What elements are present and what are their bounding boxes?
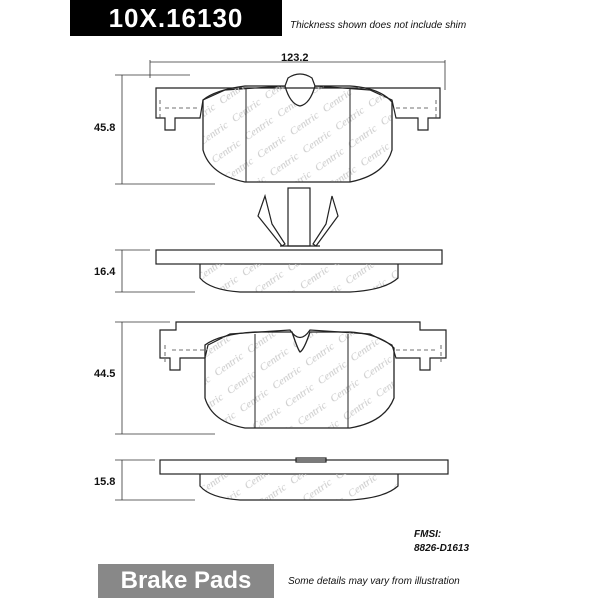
bottom-pad-side-view — [159, 457, 449, 501]
fmsi-code: 8826-D1613 — [414, 543, 470, 554]
bottom-pad-backing-plate — [159, 321, 447, 371]
fmsi-label: FMSI: — [414, 529, 442, 540]
pad-spring-clip — [257, 187, 339, 247]
top-pad-dashed-outline — [159, 100, 437, 120]
height-dimension-bottom — [115, 321, 215, 435]
height-dimension-top — [115, 74, 215, 185]
bottom-pad-friction — [204, 331, 395, 429]
disclaimer-note: Some details may vary from illustration — [288, 576, 460, 587]
product-label: Brake Pads — [98, 564, 274, 598]
width-dimension-line — [149, 60, 446, 90]
top-pad-backing-plate — [155, 73, 441, 131]
thickness-top-label: 16.4 — [94, 266, 116, 278]
fmsi-block: FMSI: 8826-D1613 — [414, 528, 469, 556]
height-top-label: 45.8 — [94, 122, 116, 134]
bottom-pad-dashed-outline — [164, 345, 442, 362]
height-bottom-label: 44.5 — [94, 368, 116, 380]
thickness-bottom-label: 15.8 — [94, 476, 116, 488]
thickness-dimension-bottom — [115, 459, 195, 501]
part-number-title: 10X.16130 — [70, 0, 282, 36]
thickness-note: Thickness shown does not include shim — [290, 20, 467, 31]
top-pad-friction — [202, 85, 393, 183]
width-label: 123.2 — [281, 52, 309, 64]
top-pad-side-view — [155, 249, 443, 293]
thickness-dimension-top — [115, 249, 195, 293]
